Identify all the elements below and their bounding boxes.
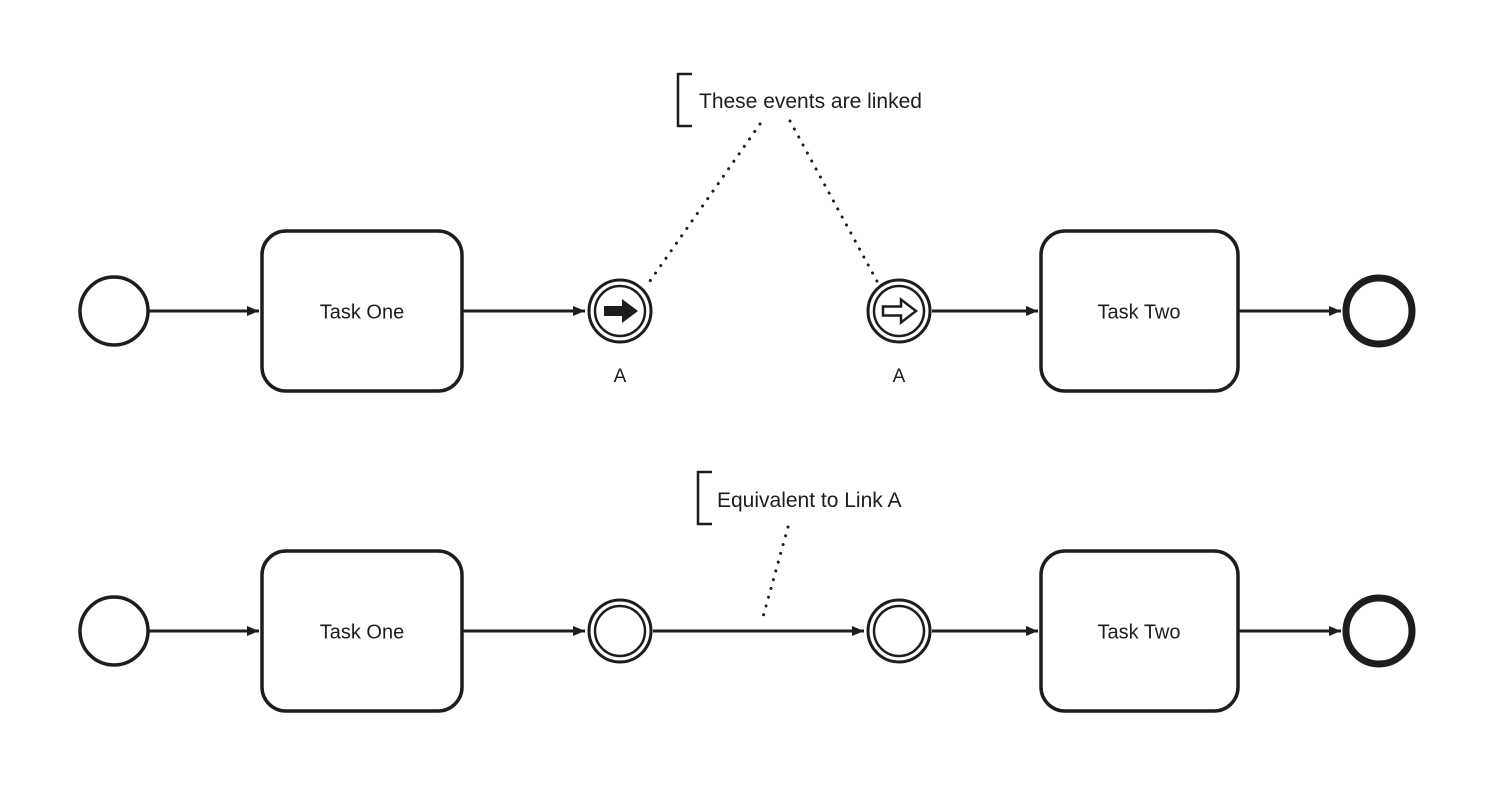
link-throw-label: A — [614, 366, 627, 387]
end-event — [1342, 594, 1416, 668]
task-two-node: Task Two — [1039, 549, 1240, 713]
task-two-node: Task Two — [1039, 229, 1240, 393]
link-catch-label: A — [893, 366, 906, 387]
task-one-label: Task One — [320, 301, 404, 323]
link-arrow-filled-icon — [604, 299, 638, 323]
start-event — [78, 595, 150, 667]
task-two-label: Task Two — [1098, 621, 1181, 643]
task-one-label: Task One — [320, 621, 404, 643]
annotation-linked-text: These events are linked — [699, 90, 922, 113]
annotation-bracket — [676, 72, 692, 128]
intermediate-event-right — [866, 598, 932, 664]
link-catch-event: A — [866, 278, 932, 387]
annotation-dotted-line-right — [788, 119, 880, 285]
link-throw-event: A — [587, 278, 653, 387]
task-two-label: Task Two — [1098, 301, 1181, 323]
annotation-dotted-line-left — [648, 122, 762, 283]
annotation-dotted-line — [761, 525, 790, 619]
diagram-row-2: Task One Task Two — [78, 470, 1416, 713]
link-arrow-outline-icon — [881, 296, 919, 326]
annotation-linked-events: These events are linked — [648, 72, 922, 285]
start-event — [78, 275, 150, 347]
annotation-equivalent-text: Equivalent to Link A — [717, 489, 901, 512]
intermediate-event-left — [587, 598, 653, 664]
task-one-node: Task One — [260, 229, 464, 393]
diagram-row-1: Task One A A Task Two — [78, 72, 1416, 393]
task-one-node: Task One — [260, 549, 464, 713]
annotation-bracket — [696, 470, 712, 526]
annotation-equivalent: Equivalent to Link A — [696, 470, 901, 619]
end-event — [1342, 274, 1416, 348]
